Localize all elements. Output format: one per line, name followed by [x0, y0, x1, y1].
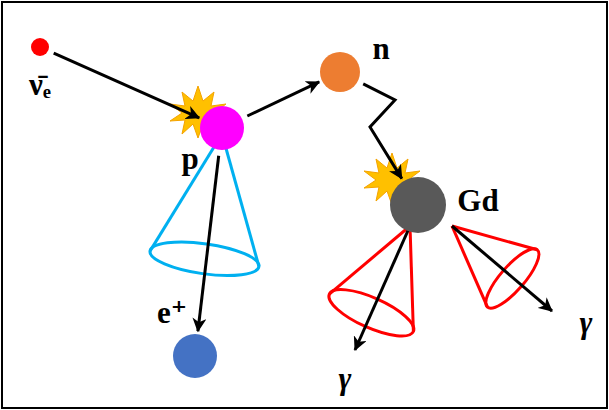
- particle-path-arrow: [54, 53, 200, 118]
- antineutrino-circle: ν̄ₑ: [31, 38, 49, 56]
- neutron-circle: n: [320, 52, 360, 92]
- particle-label: ν̄ₑ: [29, 69, 51, 100]
- particle-path-arrow: [363, 84, 402, 179]
- proton-circle: p: [200, 106, 244, 150]
- gamma-label: γ: [339, 363, 352, 394]
- gadolinium-circle: Gd: [390, 177, 446, 233]
- particle-path-arrow: [198, 156, 219, 331]
- particle-path-arrow: [247, 82, 319, 116]
- particle-label: n: [372, 33, 389, 64]
- particle-label: e⁺: [157, 297, 187, 328]
- particle-label: p: [181, 143, 198, 174]
- gamma-arrow: [355, 226, 410, 350]
- positron-circle: e⁺: [173, 334, 217, 378]
- gamma-arrow: [452, 226, 552, 311]
- particle-label: Gd: [457, 185, 498, 216]
- gamma-label: γ: [580, 307, 593, 338]
